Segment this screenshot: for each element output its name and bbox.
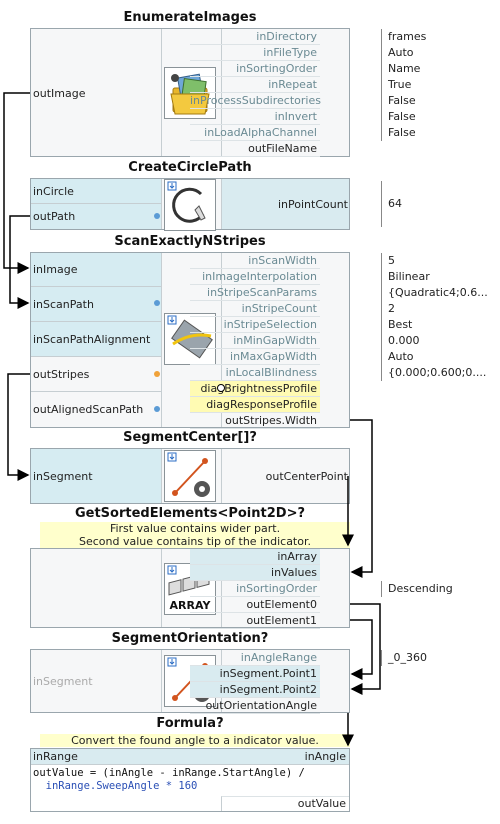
port-out-center-point[interactable]: outCenterPoint — [265, 469, 348, 483]
port-out-element0[interactable]: outElement0 — [190, 597, 320, 613]
port-in-image[interactable]: inImage — [31, 253, 161, 287]
port-out-value[interactable]: outValue — [221, 796, 349, 811]
value-in-scan-width[interactable]: 5 — [388, 254, 395, 267]
port-in-repeat[interactable]: inRepeat — [190, 77, 320, 93]
node-title-scan-exactly-n-stripes: ScanExactlyNStripes — [114, 234, 266, 249]
port-in-angle[interactable]: inAngle — [304, 750, 346, 763]
values-bracket — [381, 253, 382, 381]
values-bracket — [381, 29, 382, 141]
port-in-circle[interactable]: inCircle — [31, 179, 161, 204]
node-create-circle-path[interactable]: inCircle outPath inPointCount — [30, 178, 350, 231]
port-in-max-gap-width[interactable]: inMaxGapWidth — [190, 349, 320, 365]
circle-path-icon — [164, 179, 216, 231]
port-in-angle-range[interactable]: inAngleRange — [190, 650, 320, 666]
folder-images-icon — [164, 67, 216, 119]
formula-header — [31, 749, 349, 765]
port-in-scan-width[interactable]: inScanWidth — [190, 253, 320, 269]
port-in-segment[interactable]: inSegment — [31, 449, 161, 503]
value-in-angle-range[interactable]: _0_360 — [388, 651, 427, 664]
port-in-load-alpha-channel[interactable]: inLoadAlphaChannel — [190, 125, 320, 141]
value-in-image-interpolation[interactable]: Bilinear — [388, 270, 430, 283]
port-in-range[interactable]: inRange — [33, 750, 78, 763]
node-right-column — [221, 179, 349, 229]
value-in-file-type[interactable]: Auto — [388, 46, 414, 59]
value-in-point-count[interactable]: 64 — [388, 197, 402, 210]
value-in-min-gap-width[interactable]: 0.000 — [388, 334, 420, 347]
node-right-column — [221, 549, 349, 627]
port-in-stripe-scan-params[interactable]: inStripeScanParams — [190, 285, 320, 301]
node-title-segment-center: SegmentCenter[]? — [123, 430, 257, 445]
node-left-column — [31, 29, 162, 156]
value-in-sorting-order[interactable]: Descending — [388, 582, 453, 595]
value-in-max-gap-width[interactable]: Auto — [388, 350, 414, 363]
node-formula[interactable]: inRange inAngle outValue = (inAngle - in… — [30, 748, 350, 812]
port-in-segment-disabled: inSegment — [33, 674, 93, 688]
values-bracket — [381, 581, 382, 597]
port-in-process-subdirectories[interactable]: inProcessSubdirectories — [190, 94, 321, 109]
value-in-sorting-order[interactable]: Name — [388, 62, 421, 75]
node-title-formula: Formula? — [156, 716, 224, 731]
array-icon-label: ARRAY — [169, 599, 211, 612]
port-in-image-interpolation[interactable]: inImageInterpolation — [190, 269, 320, 285]
value-in-invert[interactable]: False — [388, 110, 416, 123]
value-in-directory[interactable]: frames — [388, 30, 427, 43]
node-title-enumerate-images: EnumerateImages — [123, 10, 257, 25]
port-out-image[interactable]: outImage — [33, 86, 86, 100]
formula-code-line1[interactable]: outValue = (inAngle - inRange.StartAngle… — [33, 767, 305, 779]
port-in-point-count[interactable]: inPointCount — [277, 197, 348, 211]
port-diag-response-profile[interactable]: diagResponseProfile — [190, 397, 320, 413]
port-diag-brightness-profile[interactable]: diagBrightnessProfile — [190, 381, 320, 397]
port-in-values[interactable]: inValues — [190, 565, 320, 581]
value-in-stripe-count[interactable]: 2 — [388, 302, 395, 315]
port-out-file-name[interactable]: outFileName — [190, 141, 320, 157]
port-in-directory[interactable]: inDirectory — [190, 29, 320, 45]
port-out-orientation-angle[interactable]: outOrientationAngle — [190, 698, 320, 714]
value-in-local-blindness[interactable]: {0.000;0.600;0.... — [388, 366, 487, 379]
comment-sorted-line2: Second value contains tip of the indicat… — [40, 535, 350, 548]
port-in-stripe-count[interactable]: inStripeCount — [190, 301, 320, 317]
port-in-min-gap-width[interactable]: inMinGapWidth — [190, 333, 320, 349]
value-in-stripe-selection[interactable]: Best — [388, 318, 413, 331]
value-in-process-subdirectories[interactable]: False — [388, 94, 416, 107]
port-out-element1[interactable]: outElement1 — [190, 613, 320, 629]
node-left-column — [31, 179, 162, 229]
node-title-segment-orientation: SegmentOrientation? — [111, 631, 269, 646]
node-segment-center[interactable]: inSegment outCenterPoint — [30, 448, 350, 504]
node-title-get-sorted-elements: GetSortedElements<Point2D>? — [74, 506, 305, 521]
value-in-load-alpha-channel[interactable]: False — [388, 126, 416, 139]
port-in-stripe-selection[interactable]: inStripeSelection — [190, 317, 320, 333]
node-left-column — [31, 549, 162, 627]
formula-code-line2[interactable]: inRange.SweepAngle * 160 — [33, 780, 198, 792]
comment-sorted-line1: First value contains wider part. — [40, 522, 350, 535]
port-in-array[interactable]: inArray — [190, 549, 320, 565]
node-right-column — [221, 253, 349, 427]
node-title-create-circle-path: CreateCirclePath — [128, 160, 252, 175]
port-out-path[interactable]: outPath — [31, 204, 161, 229]
value-in-stripe-scan-params[interactable]: {Quadratic4;0.6... — [388, 286, 488, 299]
scan-stripes-icon — [164, 313, 216, 365]
segment-gear-icon — [164, 450, 216, 502]
node-left-column — [31, 253, 162, 427]
port-in-local-blindness[interactable]: inLocalBlindness — [190, 365, 320, 381]
port-in-invert[interactable]: inInvert — [190, 109, 320, 125]
values-bracket — [381, 650, 382, 666]
port-in-scan-path-alignment[interactable]: inScanPathAlignment — [31, 322, 161, 357]
comment-formula: Convert the found angle to a indicator v… — [40, 734, 350, 747]
port-in-sorting-order[interactable]: inSortingOrder — [190, 581, 320, 597]
port-out-aligned-scan-path[interactable]: outAlignedScanPath — [33, 403, 144, 416]
port-out-stripes-width[interactable]: outStripes.Width — [190, 413, 320, 429]
port-out-stripes[interactable]: outStripes — [31, 357, 161, 392]
port-in-sorting-order[interactable]: inSortingOrder — [190, 61, 320, 77]
port-in-segment-point1[interactable]: inSegment.Point1 — [190, 666, 320, 682]
values-bracket — [381, 181, 382, 227]
node-right-column — [221, 449, 349, 503]
port-in-segment-point2[interactable]: inSegment.Point2 — [190, 682, 320, 698]
node-left-column — [31, 650, 162, 712]
port-in-file-type[interactable]: inFileType — [190, 45, 320, 61]
value-in-repeat[interactable]: True — [388, 78, 412, 91]
port-in-scan-path[interactable]: inScanPath — [31, 287, 161, 322]
